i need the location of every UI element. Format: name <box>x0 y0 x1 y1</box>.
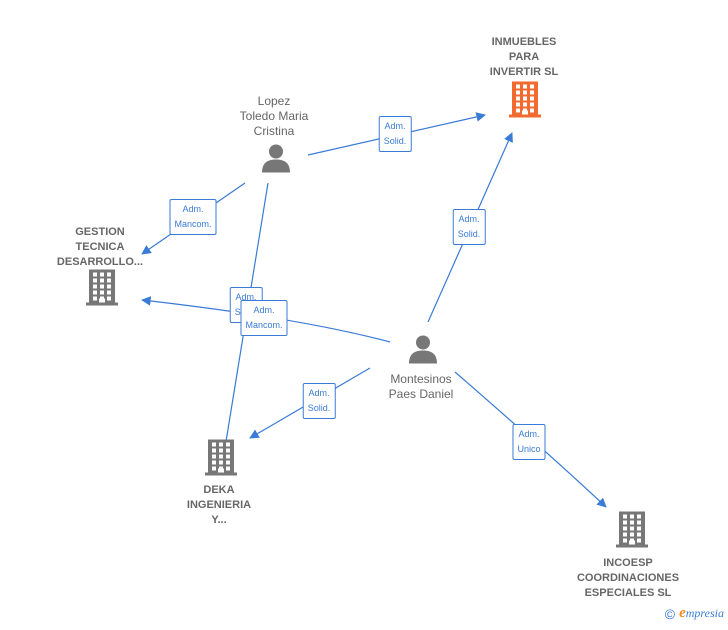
role-badge-text: Adm. <box>458 214 480 224</box>
role-badge-lopez-inmuebles[interactable]: Adm. Solid. <box>378 116 412 152</box>
role-badge-text: Solid. <box>457 229 481 239</box>
lopez-label-line: Lopez <box>257 94 291 108</box>
role-badge-montesinos-incoesp[interactable]: Adm. Unico <box>512 424 546 460</box>
role-badge-text: Adm. <box>384 121 406 131</box>
deka-label-line: Y... <box>211 514 227 526</box>
role-badge-text: Solid. <box>383 136 407 146</box>
montesinos-label-line: Montesinos <box>390 372 452 386</box>
role-badge-montesinos-inmuebles[interactable]: Adm. Solid. <box>452 209 486 245</box>
incoesp-label[interactable]: INCOESP COORDINACIONES ESPECIALES SL <box>577 556 679 601</box>
incoesp-label-line: COORDINACIONES <box>576 572 680 584</box>
role-badge-text: Adm. <box>518 429 540 439</box>
brand-watermark: © empresia <box>665 605 724 622</box>
role-badge-text: Adm. <box>235 292 257 302</box>
inmuebles-label[interactable]: INMUEBLES PARA INVERTIR SL <box>490 35 558 80</box>
deka-label[interactable]: DEKA INGENIERIA Y... <box>187 483 251 528</box>
inmuebles-label-line: INVERTIR SL <box>489 66 559 78</box>
brand-name: empresia <box>679 605 724 621</box>
role-badge-text: Unico <box>517 444 541 454</box>
montesinos-label-line: Paes Daniel <box>388 387 454 401</box>
incoesp-label-line: INCOESP <box>603 557 653 569</box>
incoesp-building-icon[interactable] <box>616 511 648 553</box>
copyright-icon: © <box>664 605 676 622</box>
role-badge-text: Mancom. <box>245 320 283 330</box>
role-badge-montesinos-gestion[interactable]: Adm. Mancom. <box>240 300 288 336</box>
inmuebles-building-icon[interactable] <box>509 81 541 123</box>
deka-label-line: INGENIERIA <box>186 499 252 511</box>
gestion-label-line: TECNICA <box>75 241 125 253</box>
role-badge-text: Solid. <box>307 403 331 413</box>
gestion-building-icon[interactable] <box>86 269 118 311</box>
inmuebles-label-line: INMUEBLES <box>491 36 557 48</box>
gestion-label[interactable]: GESTION TECNICA DESARROLLO... <box>57 225 143 270</box>
montesinos-person-icon[interactable] <box>408 334 438 369</box>
gestion-label-line: DESARROLLO... <box>56 256 144 268</box>
role-badge-text: Mancom. <box>174 219 212 229</box>
role-badge-lopez-gestion[interactable]: Adm. Mancom. <box>169 199 217 235</box>
role-badge-text: Adm. <box>308 388 330 398</box>
inmuebles-label-line: PARA <box>508 51 540 63</box>
incoesp-label-line: ESPECIALES SL <box>584 587 672 599</box>
lopez-label-line: Cristina <box>253 124 295 138</box>
gestion-label-line: GESTION <box>75 226 125 238</box>
lopez-person-icon[interactable] <box>261 143 291 178</box>
deka-building-icon[interactable] <box>205 439 237 481</box>
deka-label-line: DEKA <box>203 484 235 496</box>
role-badge-montesinos-deka[interactable]: Adm. Solid. <box>302 383 336 419</box>
role-badge-text: Adm. <box>182 204 204 214</box>
role-badge-text: Adm. <box>253 305 275 315</box>
lopez-label-line: Toledo Maria <box>239 109 309 123</box>
